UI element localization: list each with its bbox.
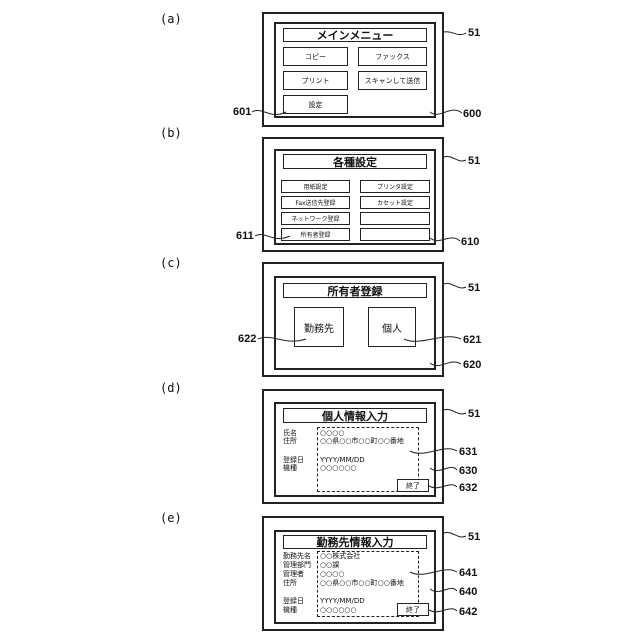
ref-screen-c: 620	[463, 359, 481, 371]
field-company-value[interactable]: ○○株式会社	[320, 552, 360, 560]
panel-label-a: (a)	[160, 12, 182, 26]
ref-device-d: 51	[468, 408, 480, 420]
ref-field-e: 641	[459, 567, 477, 579]
paper-settings-button[interactable]: 用紙設定	[281, 180, 350, 193]
field-label-company: 勤務先名	[283, 552, 311, 560]
field-label-work-address: 住所	[283, 579, 297, 587]
ref-screen-e: 640	[459, 586, 477, 598]
print-button[interactable]: プリント	[283, 71, 348, 90]
field-label-regdate: 登録日	[283, 456, 304, 464]
ref-work-c: 622	[238, 333, 256, 345]
owner-register-title: 所有者登録	[283, 283, 427, 298]
field-name-value[interactable]: ○○○○	[320, 429, 344, 437]
cassette-settings-button[interactable]: カセット設定	[360, 196, 430, 209]
field-label-work-regdate: 登録日	[283, 597, 304, 605]
ref-selected-b: 611	[236, 230, 254, 242]
field-work-model-value[interactable]: ○○○○○○	[320, 606, 357, 614]
menu-title: メインメニュー	[283, 28, 427, 42]
settings-button[interactable]: 設定	[283, 95, 348, 114]
ref-device-b: 51	[468, 155, 480, 167]
ref-selected-a: 601	[233, 106, 251, 118]
end-button-e[interactable]: 終了	[397, 603, 429, 616]
field-model-value[interactable]: ○○○○○○	[320, 464, 357, 472]
field-work-regdate-value[interactable]: YYYY/MM/DD	[320, 597, 365, 605]
personal-info-title: 個人情報入力	[283, 408, 427, 423]
ref-device-e: 51	[468, 531, 480, 543]
panel-label-d: (d)	[160, 381, 182, 395]
ref-screen-b: 610	[461, 236, 479, 248]
field-label-work-model: 機種	[283, 606, 297, 614]
field-department-value[interactable]: ○○課	[320, 561, 339, 569]
printer-settings-button[interactable]: プリンタ設定	[360, 180, 430, 193]
ref-end-e: 642	[459, 606, 477, 618]
ref-end-d: 632	[459, 482, 477, 494]
ref-screen-a: 600	[463, 108, 481, 120]
ref-personal-c: 621	[463, 334, 481, 346]
leader-51-b	[444, 156, 466, 161]
leader-51-c	[444, 283, 466, 288]
field-regdate-value[interactable]: YYYY/MM/DD	[320, 456, 365, 464]
end-button-d[interactable]: 終了	[397, 479, 429, 492]
owner-register-button[interactable]: 所有者登録	[281, 228, 350, 241]
ref-screen-d: 630	[459, 465, 477, 477]
leader-51-a	[444, 32, 466, 35]
field-label-model: 機種	[283, 464, 297, 472]
fax-button[interactable]: ファックス	[358, 47, 427, 66]
panel-label-e: (e)	[160, 511, 182, 525]
work-button[interactable]: 勤務先	[294, 307, 344, 347]
personal-button[interactable]: 個人	[368, 307, 416, 347]
empty-button-2[interactable]	[360, 228, 430, 241]
settings-title: 各種設定	[283, 154, 427, 169]
field-manager-value[interactable]: ○○○○	[320, 570, 344, 578]
field-label-manager: 管理者	[283, 570, 304, 578]
field-label-name: 氏名	[283, 429, 297, 437]
panel-label-c: (c)	[160, 256, 182, 270]
field-label-address: 住所	[283, 437, 297, 445]
copy-button[interactable]: コピー	[283, 47, 348, 66]
leader-51-d	[444, 409, 466, 414]
field-label-department: 管理部門	[283, 561, 311, 569]
scan-send-button[interactable]: スキャンして送信	[358, 71, 427, 90]
network-register-button[interactable]: ネットワーク登録	[281, 212, 350, 225]
work-info-title: 勤務先情報入力	[283, 535, 427, 549]
leader-51-e	[444, 532, 466, 537]
ref-device-c: 51	[468, 282, 480, 294]
ref-field-d: 631	[459, 446, 477, 458]
field-work-address-value[interactable]: ○○県○○市○○町○○番地	[320, 579, 404, 587]
fax-destination-button[interactable]: Fax送信先登録	[281, 196, 350, 209]
panel-label-b: (b)	[160, 126, 182, 140]
ref-device-a: 51	[468, 27, 480, 39]
field-address-value[interactable]: ○○県○○市○○町○○番地	[320, 437, 404, 445]
empty-button-1[interactable]	[360, 212, 430, 225]
